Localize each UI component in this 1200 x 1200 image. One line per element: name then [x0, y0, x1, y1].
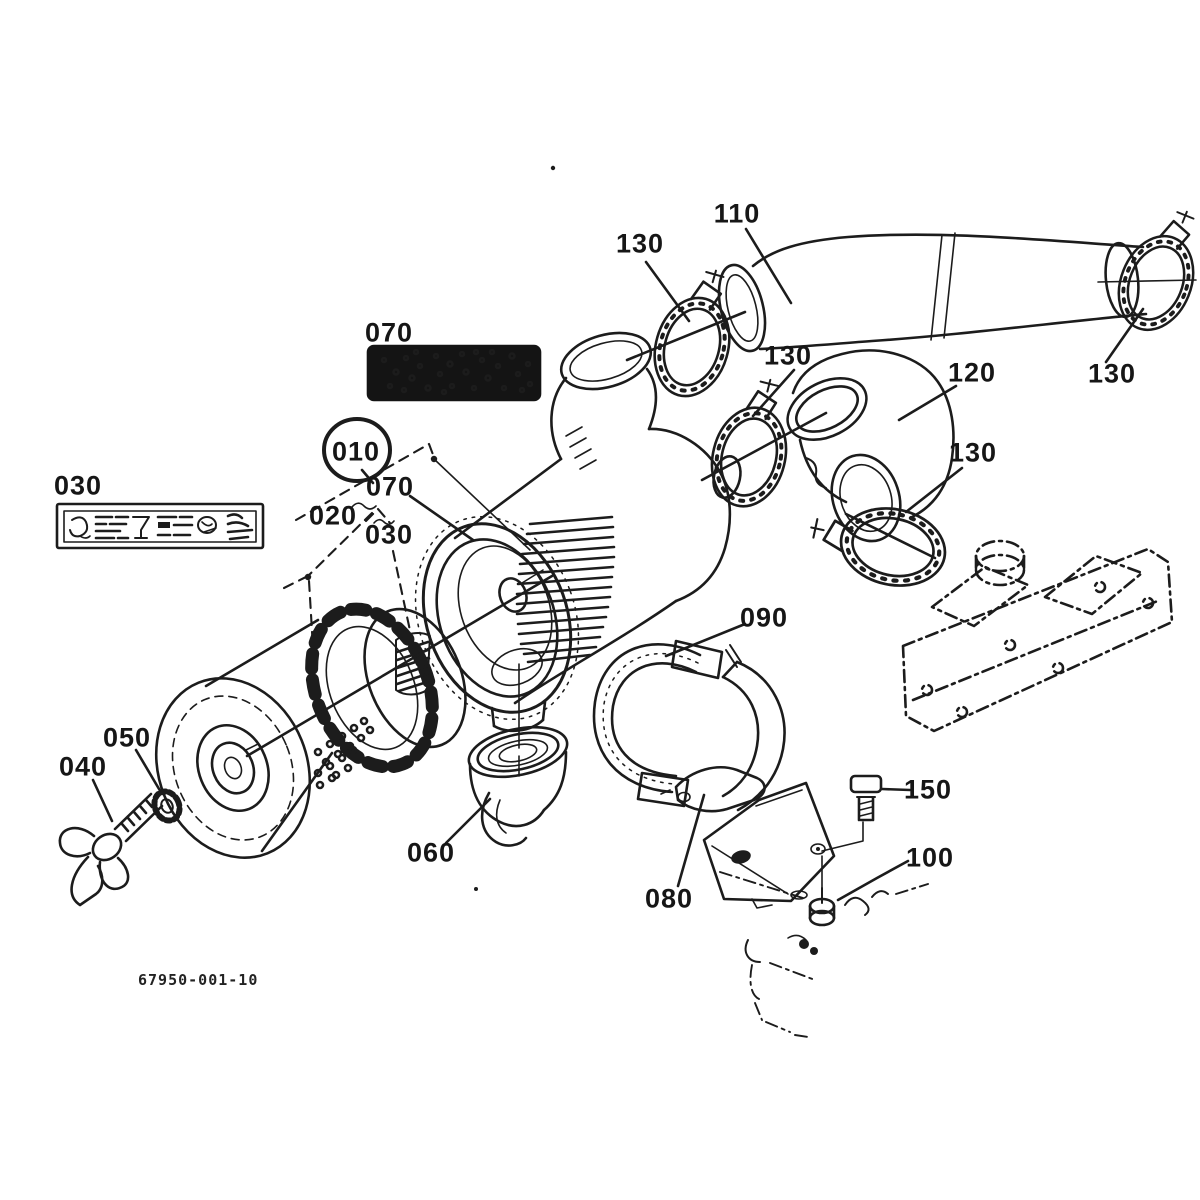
callout-130-upper: 130	[615, 228, 665, 259]
callout-150: 150	[903, 774, 953, 805]
wing-bolt	[58, 792, 164, 907]
callout-120: 120	[947, 357, 997, 388]
callout-040: 040	[58, 751, 108, 782]
callout-090: 090	[739, 602, 789, 633]
scan-noise	[474, 165, 556, 891]
leader-lines	[91, 227, 1145, 902]
perforation-dots	[313, 716, 375, 790]
callout-050: 050	[102, 722, 152, 753]
callout-130-right: 130	[1087, 358, 1137, 389]
callout-030-decal: 030	[53, 470, 103, 501]
callout-030-element: 030	[364, 519, 414, 550]
callout-020: 020	[308, 500, 358, 531]
intake-manifold-reference	[901, 539, 1174, 733]
callout-130-lower: 130	[948, 437, 998, 468]
band-clamp	[592, 639, 742, 808]
flange-bolt	[821, 774, 883, 901]
callout-080: 080	[644, 883, 694, 914]
hose-clamp-right	[1103, 196, 1200, 343]
callout-070-decal: 070	[364, 317, 414, 348]
filter-element	[154, 602, 467, 859]
assembly-axis-lines	[245, 310, 937, 758]
filter-pleats	[515, 515, 616, 664]
highlight-circle-010	[322, 417, 392, 483]
callout-010-highlighted: 010	[331, 436, 381, 467]
callout-070-body: 070	[365, 471, 415, 502]
mounting-bracket	[702, 781, 836, 909]
hose-clamp-lower	[803, 493, 952, 595]
callout-110: 110	[713, 198, 761, 229]
drawing-number: 67950-001-10	[138, 971, 259, 989]
callout-100: 100	[905, 842, 955, 873]
callout-060: 060	[406, 837, 456, 868]
dust-cup	[467, 663, 569, 847]
group-brackets	[282, 442, 531, 650]
caution-decal-070	[366, 344, 542, 402]
air-cleaner-body	[414, 331, 742, 733]
callout-130-middle: 130	[763, 340, 813, 371]
rubber-elbow	[786, 349, 955, 543]
instruction-decal-030	[55, 502, 265, 550]
support-strap	[660, 660, 786, 813]
engine-mount-reference	[719, 871, 929, 1038]
washer	[151, 788, 183, 824]
